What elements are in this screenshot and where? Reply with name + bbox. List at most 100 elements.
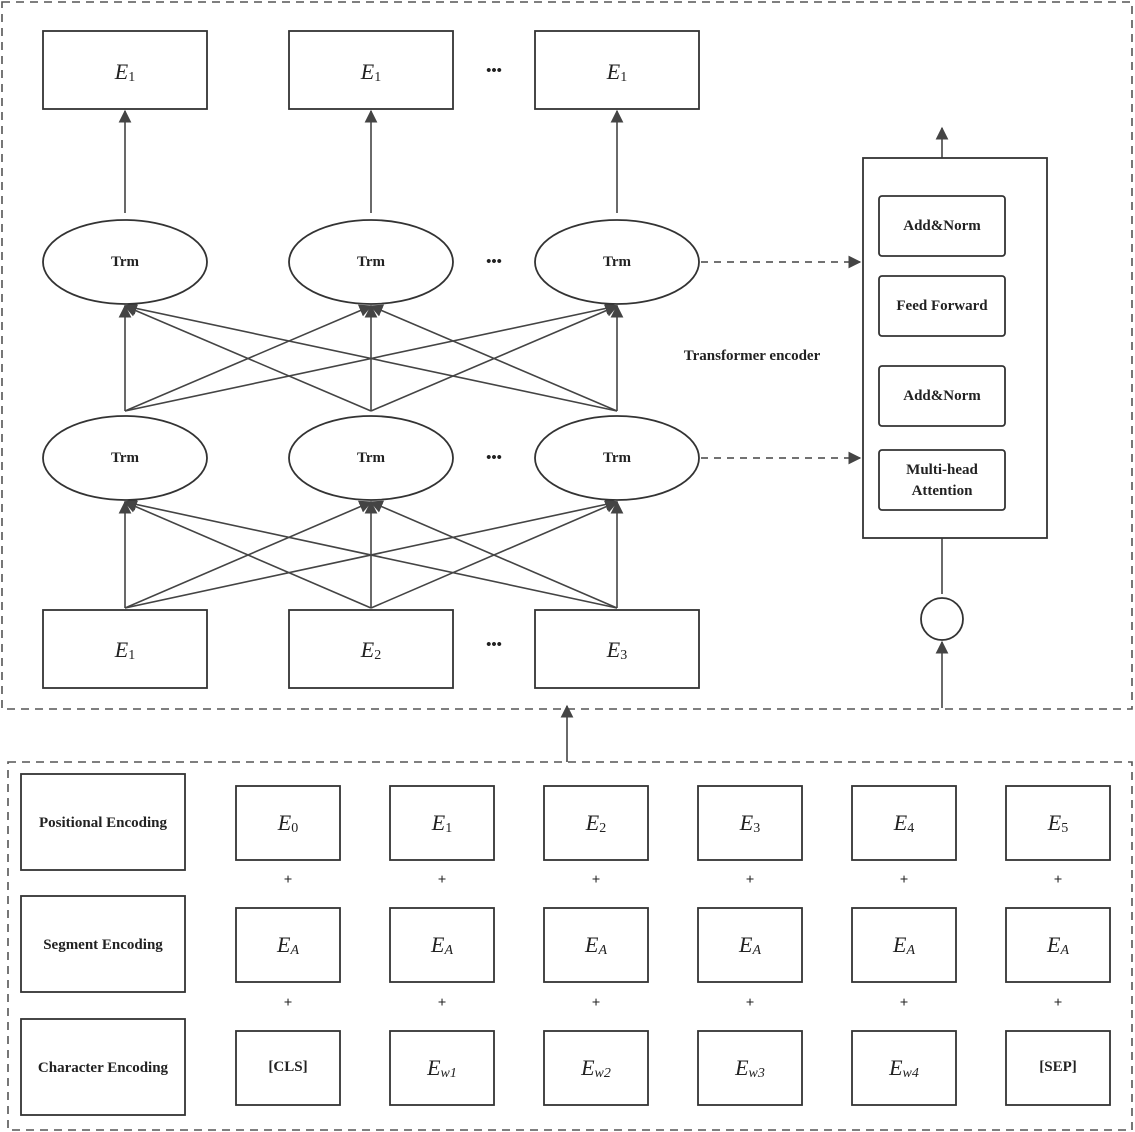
encoding-cell-label-subscript: A xyxy=(1059,943,1069,958)
input-embedding-label: E3 xyxy=(606,637,627,663)
add-norm-label: Add&Norm xyxy=(903,388,981,404)
encoding-cell-label: Ew1 xyxy=(426,1055,457,1081)
encoding-cell-box xyxy=(543,1030,649,1106)
encoding-cell-label-base: E xyxy=(739,810,754,835)
encoding-cell-label-subscript: A xyxy=(905,943,915,958)
feed-forward-label: Feed Forward xyxy=(896,298,988,314)
arrow-input-cross xyxy=(123,500,372,609)
trm-node xyxy=(534,415,700,501)
trm-label: Trm xyxy=(603,254,632,270)
encoding-cell-label-subscript: 2 xyxy=(599,821,606,836)
encoding-cell-label-subscript: 4 xyxy=(907,821,914,836)
encoding-cell-label-subscript: A xyxy=(289,943,299,958)
encoding-cell-label-subscript: w2 xyxy=(595,1066,611,1081)
arrow-input-cross xyxy=(369,500,618,609)
input-embedding-label-subscript: 1 xyxy=(128,648,135,663)
encoding-cell-box xyxy=(389,1030,495,1106)
input-embedding-box xyxy=(42,609,208,689)
encoding-cell-label-base: E xyxy=(276,932,291,957)
encoding-row-label-box xyxy=(20,1018,186,1116)
encoding-cell-label-subscript: 5 xyxy=(1061,821,1068,836)
encoder-sublayer-box xyxy=(878,195,1006,257)
trm-label: Trm xyxy=(111,450,140,466)
trm-node xyxy=(42,219,208,305)
input-embedding-label-subscript: 3 xyxy=(620,648,627,663)
embedding-region-border xyxy=(7,761,1133,1131)
encoding-cell-label-base: E xyxy=(580,1055,595,1080)
plus-sign: + xyxy=(900,995,909,1011)
arrow-trm-cross xyxy=(123,304,372,412)
encoding-cell-box xyxy=(235,785,341,861)
encoding-cell-label: EA xyxy=(584,932,607,958)
encoding-cell-label: E5 xyxy=(1047,810,1068,836)
encoding-cell-label-subscript: 0 xyxy=(291,821,298,836)
transformer-encoder-label: Transformer encoder xyxy=(684,348,821,364)
encoding-cell-box xyxy=(851,785,957,861)
input-embedding-label-subscript: 2 xyxy=(374,648,381,663)
encoder-sublayer-box xyxy=(878,365,1006,427)
encoding-cell-label: EA xyxy=(276,932,299,958)
encoding-row-label: Segment Encoding xyxy=(43,937,163,953)
encoding-row-label-box xyxy=(20,895,186,993)
encoding-cell-label-subscript: w1 xyxy=(441,1066,457,1081)
output-embedding-label-subscript: 1 xyxy=(620,70,627,85)
input-embedding-label: E1 xyxy=(114,637,135,663)
encoding-cell-label-base: E xyxy=(1046,932,1061,957)
encoding-cell-label: Ew4 xyxy=(888,1055,919,1081)
output-embedding-label: E1 xyxy=(606,59,627,85)
input-embedding-label-base: E xyxy=(606,637,621,662)
encoding-cell-box xyxy=(697,907,803,983)
encoding-cell-label: EA xyxy=(738,932,761,958)
encoding-cell-box xyxy=(389,907,495,983)
add-norm-label: Add&Norm xyxy=(903,218,981,234)
encoding-cell-label: Ew2 xyxy=(580,1055,611,1081)
encoding-cell-label-base: E xyxy=(893,810,908,835)
encoding-cell-box xyxy=(543,907,649,983)
output-embedding-box xyxy=(534,30,700,110)
encoder-sublayer-box xyxy=(878,275,1006,337)
plus-sign: + xyxy=(1054,995,1063,1011)
output-embedding-label-base: E xyxy=(114,59,129,84)
trm-label: Trm xyxy=(357,254,386,270)
output-embedding-label-base: E xyxy=(606,59,621,84)
output-embedding-label-subscript: 1 xyxy=(374,70,381,85)
input-embedding-box xyxy=(288,609,454,689)
encoding-cell-box xyxy=(1005,785,1111,861)
encoding-cell-label-base: E xyxy=(426,1055,441,1080)
output-embedding-label-base: E xyxy=(360,59,375,84)
output-embedding-label: E1 xyxy=(114,59,135,85)
encoding-cell-box xyxy=(1005,1030,1111,1106)
encoding-cell-box xyxy=(1005,907,1111,983)
sum-circle-icon xyxy=(920,597,964,641)
encoding-cell-box xyxy=(389,785,495,861)
input-embedding-label-base: E xyxy=(114,637,129,662)
encoding-row-label: Positional Encoding xyxy=(39,815,167,831)
encoding-cell-label: [CLS] xyxy=(268,1059,307,1075)
ellipsis-dots: ••• xyxy=(486,63,502,79)
encoding-cell-label: EA xyxy=(1046,932,1069,958)
encoding-cell-label: EA xyxy=(430,932,453,958)
encoding-cell-label: E3 xyxy=(739,810,760,836)
encoding-cell-label: Ew3 xyxy=(734,1055,765,1081)
trm-node xyxy=(534,219,700,305)
plus-sign: + xyxy=(592,872,601,888)
encoding-cell-label-base: E xyxy=(892,932,907,957)
attention-label: Attention xyxy=(912,483,973,499)
plus-sign: + xyxy=(438,872,447,888)
ellipsis-dots: ••• xyxy=(486,450,502,466)
encoding-cell-label-subscript: 3 xyxy=(753,821,760,836)
encoding-cell-box xyxy=(851,907,957,983)
encoding-cell-label-base: E xyxy=(738,932,753,957)
encoding-cell-label-subscript: 1 xyxy=(445,821,452,836)
encoder-sublayer-box xyxy=(878,449,1006,511)
output-embedding-label-subscript: 1 xyxy=(128,70,135,85)
encoding-cell-label: [SEP] xyxy=(1039,1059,1077,1075)
encoding-cell-label-base: E xyxy=(1047,810,1062,835)
encoding-cell-label: E1 xyxy=(431,810,452,836)
encoding-cell-label-base: E xyxy=(430,932,445,957)
plus-sign: + xyxy=(592,995,601,1011)
output-embedding-box xyxy=(288,30,454,110)
encoding-cell-box xyxy=(235,907,341,983)
arrow-trm-cross xyxy=(123,302,618,412)
plus-sign: + xyxy=(900,872,909,888)
